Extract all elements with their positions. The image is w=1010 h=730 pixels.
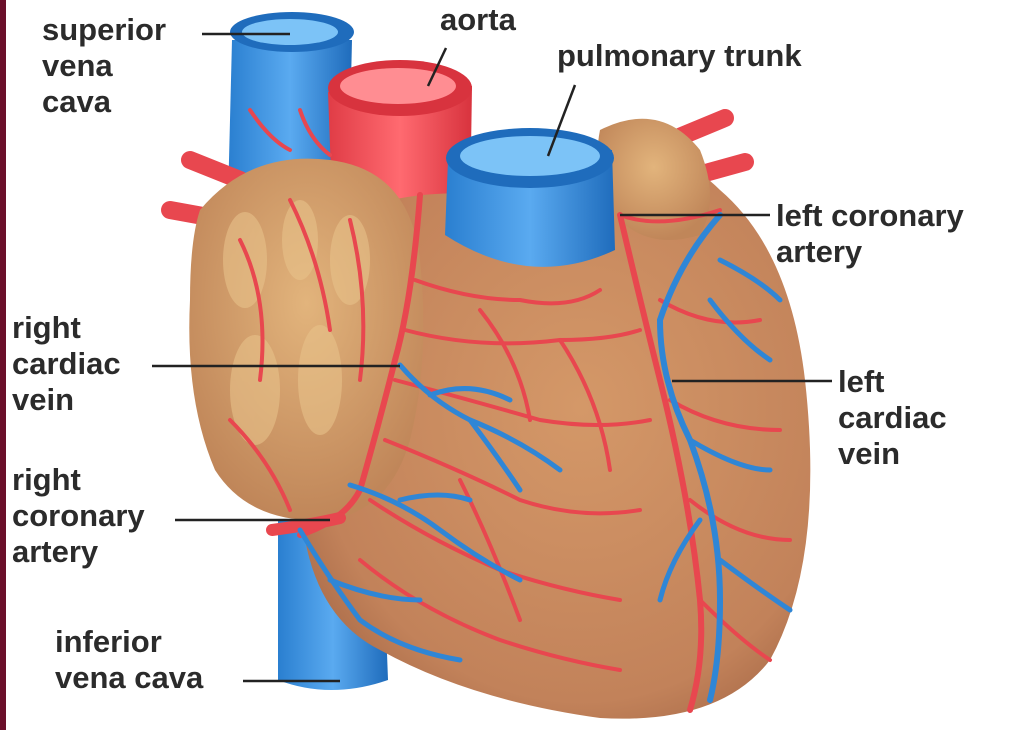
label-line: artery	[776, 234, 964, 270]
label-line: pulmonary trunk	[557, 38, 802, 74]
label-line: right	[12, 462, 145, 498]
label-line: aorta	[440, 2, 516, 38]
label-line: cardiac	[12, 346, 121, 382]
label-line: right	[12, 310, 121, 346]
label-line: left coronary	[776, 198, 964, 234]
label-left-coronary-artery: left coronary artery	[776, 198, 964, 270]
label-right-coronary-artery: right coronary artery	[12, 462, 145, 570]
label-line: artery	[12, 534, 145, 570]
label-aorta: aorta	[440, 2, 516, 38]
label-line: superior	[42, 12, 166, 48]
label-line: cava	[42, 84, 166, 120]
label-pulmonary-trunk: pulmonary trunk	[557, 38, 802, 74]
label-line: vein	[838, 436, 947, 472]
label-line: vena	[42, 48, 166, 84]
label-line: coronary	[12, 498, 145, 534]
label-left-cardiac-vein: left cardiac vein	[838, 364, 947, 472]
label-line: left	[838, 364, 947, 400]
pulmonary-trunk	[445, 128, 615, 267]
label-line: inferior	[55, 624, 203, 660]
label-line: vein	[12, 382, 121, 418]
label-line: cardiac	[838, 400, 947, 436]
label-inferior-vena-cava: inferior vena cava	[55, 624, 203, 696]
label-superior-vena-cava: superior vena cava	[42, 12, 166, 120]
right-atrium	[189, 159, 423, 521]
label-line: vena cava	[55, 660, 203, 696]
label-right-cardiac-vein: right cardiac vein	[12, 310, 121, 418]
